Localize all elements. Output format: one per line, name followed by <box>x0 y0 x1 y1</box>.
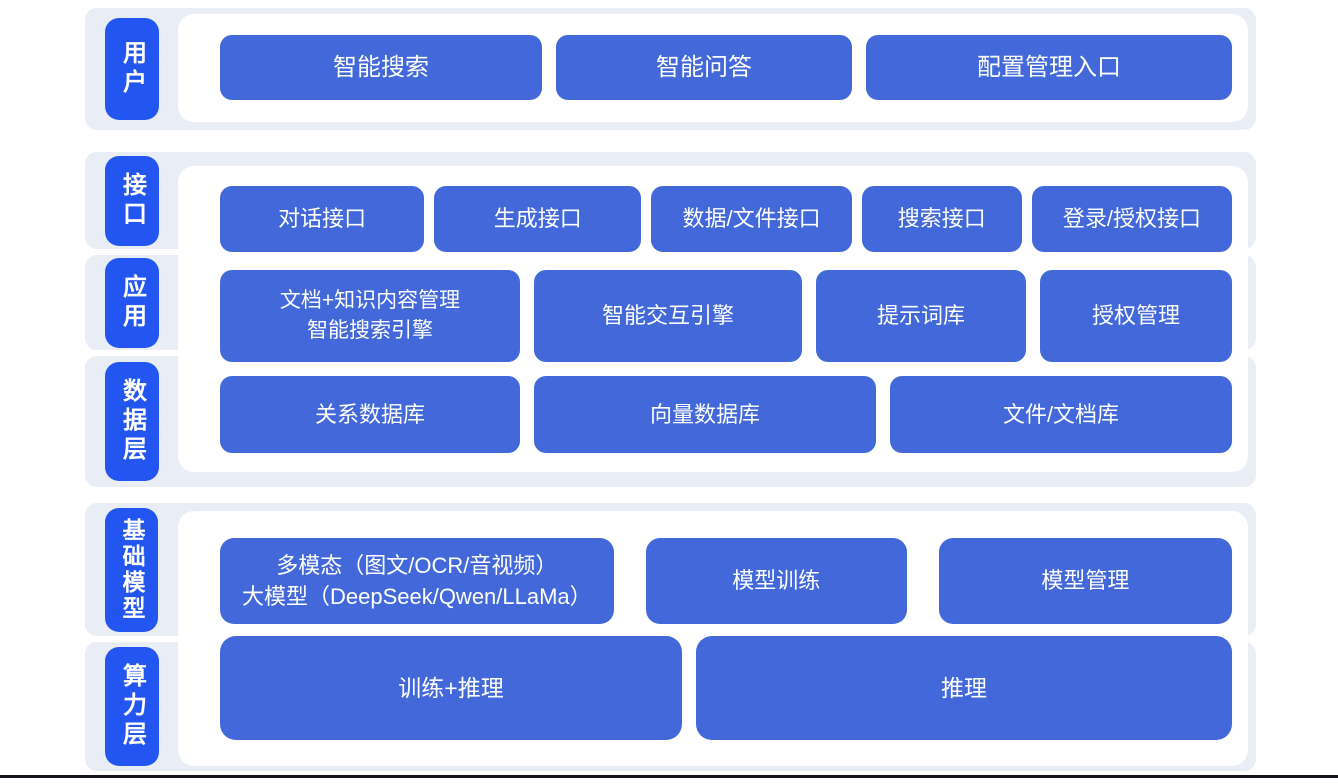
box-relational-db: 关系数据库 <box>220 376 520 453</box>
box-vector-db: 向量数据库 <box>534 376 876 453</box>
box-multimodal-llm-line1: 多模态（图文/OCR/音视频） <box>276 553 558 578</box>
layer-label-compute: 算力层 <box>104 647 159 766</box>
layer-label-data: 数据层 <box>104 362 159 481</box>
data-row: 关系数据库 向量数据库 文件/文档库 <box>178 376 1248 453</box>
box-file-doc-library: 文件/文档库 <box>890 376 1232 453</box>
bottom-divider <box>0 775 1338 778</box>
box-model-management: 模型管理 <box>938 538 1232 624</box>
box-multimodal-llm: 多模态（图文/OCR/音视频） 大模型（DeepSeek/Qwen/LLaMa） <box>220 538 614 624</box>
layer-label-api: 接口 <box>104 155 159 246</box>
box-inference: 推理 <box>696 636 1232 740</box>
box-multimodal-llm-line2: 大模型（DeepSeek/Qwen/LLaMa） <box>241 584 592 609</box>
layer-label-app: 应用 <box>104 257 159 348</box>
layer-label-user: 用户 <box>104 18 159 120</box>
middle-panel: 对话接口 生成接口 数据/文件接口 搜索接口 登录/授权接口 文档+知识内容管理… <box>178 166 1248 472</box>
layer-user-badge-column: 用户 <box>85 8 178 130</box>
box-smart-interaction-engine: 智能交互引擎 <box>534 270 802 362</box>
box-config-management-entry: 配置管理入口 <box>866 35 1232 100</box>
layer-data-badge-column: 数据层 <box>85 356 178 487</box>
layer-section-foundation: 基础模型 算力层 多模态（图文/OCR/音视频） 大模型（DeepSeek/Qw… <box>85 503 1256 771</box>
box-generation-api: 生成接口 <box>434 186 642 252</box>
user-panel: 智能搜索 智能问答 配置管理入口 <box>178 14 1248 122</box>
box-model-training: 模型训练 <box>645 538 907 624</box>
api-row: 对话接口 生成接口 数据/文件接口 搜索接口 登录/授权接口 <box>178 186 1248 252</box>
box-auth-management: 授权管理 <box>1040 270 1232 362</box>
layer-compute-badge-column: 算力层 <box>85 642 178 771</box>
box-training-inference: 训练+推理 <box>220 636 682 740</box>
box-prompt-library: 提示词库 <box>816 270 1026 362</box>
box-smart-qa: 智能问答 <box>556 35 852 100</box>
box-doc-knowledge-line2: 智能搜索引擎 <box>307 319 433 342</box>
box-search-api: 搜索接口 <box>861 186 1022 252</box>
app-row: 文档+知识内容管理 智能搜索引擎 智能交互引擎 提示词库 授权管理 <box>178 270 1248 362</box>
layer-app-badge-column: 应用 <box>85 255 178 350</box>
user-row: 智能搜索 智能问答 配置管理入口 <box>178 35 1248 100</box>
foundation-panel: 多模态（图文/OCR/音视频） 大模型（DeepSeek/Qwen/LLaMa）… <box>178 511 1248 766</box>
box-doc-knowledge-management: 文档+知识内容管理 智能搜索引擎 <box>220 270 520 362</box>
box-login-auth-api: 登录/授权接口 <box>1031 186 1232 252</box>
layer-label-foundation-model: 基础模型 <box>105 507 158 632</box>
layer-api-badge-column: 接口 <box>85 152 178 249</box>
compute-row: 训练+推理 推理 <box>178 636 1248 740</box>
box-smart-search: 智能搜索 <box>220 35 542 100</box>
box-dialog-api: 对话接口 <box>220 186 425 252</box>
box-doc-knowledge-line1: 文档+知识内容管理 <box>279 289 461 312</box>
layer-section-middle: 接口 应用 数据层 对话接口 生成接口 数据/文件接口 搜索接口 登录/授权接口 <box>85 152 1256 487</box>
layer-section-user: 用户 智能搜索 智能问答 配置管理入口 <box>85 8 1256 130</box>
layer-model-badge-column: 基础模型 <box>85 503 178 636</box>
model-row: 多模态（图文/OCR/音视频） 大模型（DeepSeek/Qwen/LLaMa）… <box>178 538 1248 624</box>
box-data-file-api: 数据/文件接口 <box>651 186 852 252</box>
